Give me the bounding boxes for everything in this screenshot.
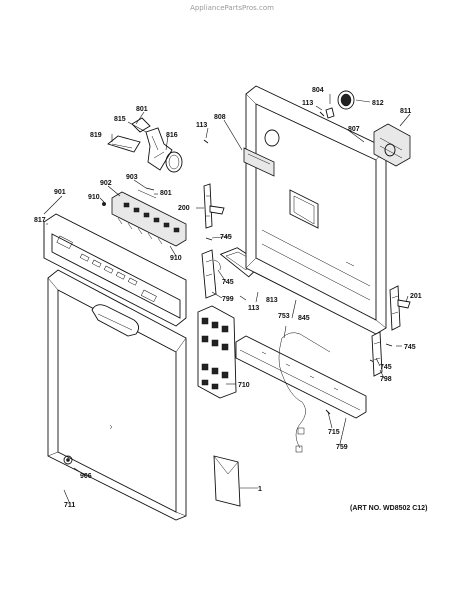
callout-711: 711 [64,502,75,509]
control-panel-817 [43,213,187,327]
callout-113b: 113 [302,100,313,107]
callout-710: 710 [238,382,250,389]
vent-fan-812 [325,90,355,119]
callout-812: 812 [372,100,384,107]
callout-811: 811 [400,108,411,115]
insulation-710 [197,305,237,399]
callout-804: 804 [312,87,324,94]
callout-901: 901 [54,189,66,196]
callout-200: 200 [178,205,190,212]
callout-715: 715 [328,429,340,436]
callout-817: 817 [34,217,46,224]
callout-753: 753 [278,313,290,320]
callout-808: 808 [214,114,226,121]
vent-assembly-815 [107,117,183,173]
callout-201: 201 [410,293,422,300]
watermark: AppliancePartsPros.com [190,4,274,12]
leader-lines [43,94,411,505]
callout-745c: 745 [404,344,416,351]
callout-801b: 801 [160,190,172,197]
callout-845: 845 [298,315,310,322]
wire-harness-753 [278,332,331,453]
callout-910b: 910 [170,255,182,262]
callout-798: 798 [380,376,392,383]
callout-745b: 745 [222,279,234,286]
door-handle [91,304,139,337]
inner-door-845 [243,85,387,335]
control-board-902 [101,189,187,247]
fan-motor-811 [373,123,411,167]
hinge-bracket-200 [203,183,225,229]
callout-807: 807 [348,126,360,133]
callout-801a: 801 [136,106,148,113]
callout-113a: 113 [196,122,207,129]
art-number: (ART NO. WD8502 C12) [350,505,428,512]
callout-910a: 910 [88,194,100,201]
literature-1 [213,455,241,507]
callout-816: 816 [166,132,178,139]
callout-113c: 113 [248,305,259,312]
latch-799 [201,249,221,299]
bottom-trim-759 [235,335,367,419]
callout-906: 906 [80,473,92,480]
callout-819: 819 [90,132,102,139]
callout-813: 813 [266,297,278,304]
callout-1: 1 [258,486,262,493]
callout-903: 903 [126,174,138,181]
hinge-bracket-201 [389,285,411,331]
callout-745a: 745 [220,234,232,241]
callout-902: 902 [100,180,112,187]
callout-799: 799 [222,296,234,303]
callout-759: 759 [336,444,348,451]
callout-745d: 745 [380,364,392,371]
callout-815: 815 [114,116,126,123]
callout-labels: 801 815 819 816 113 808 804 113 812 807 … [34,87,422,509]
